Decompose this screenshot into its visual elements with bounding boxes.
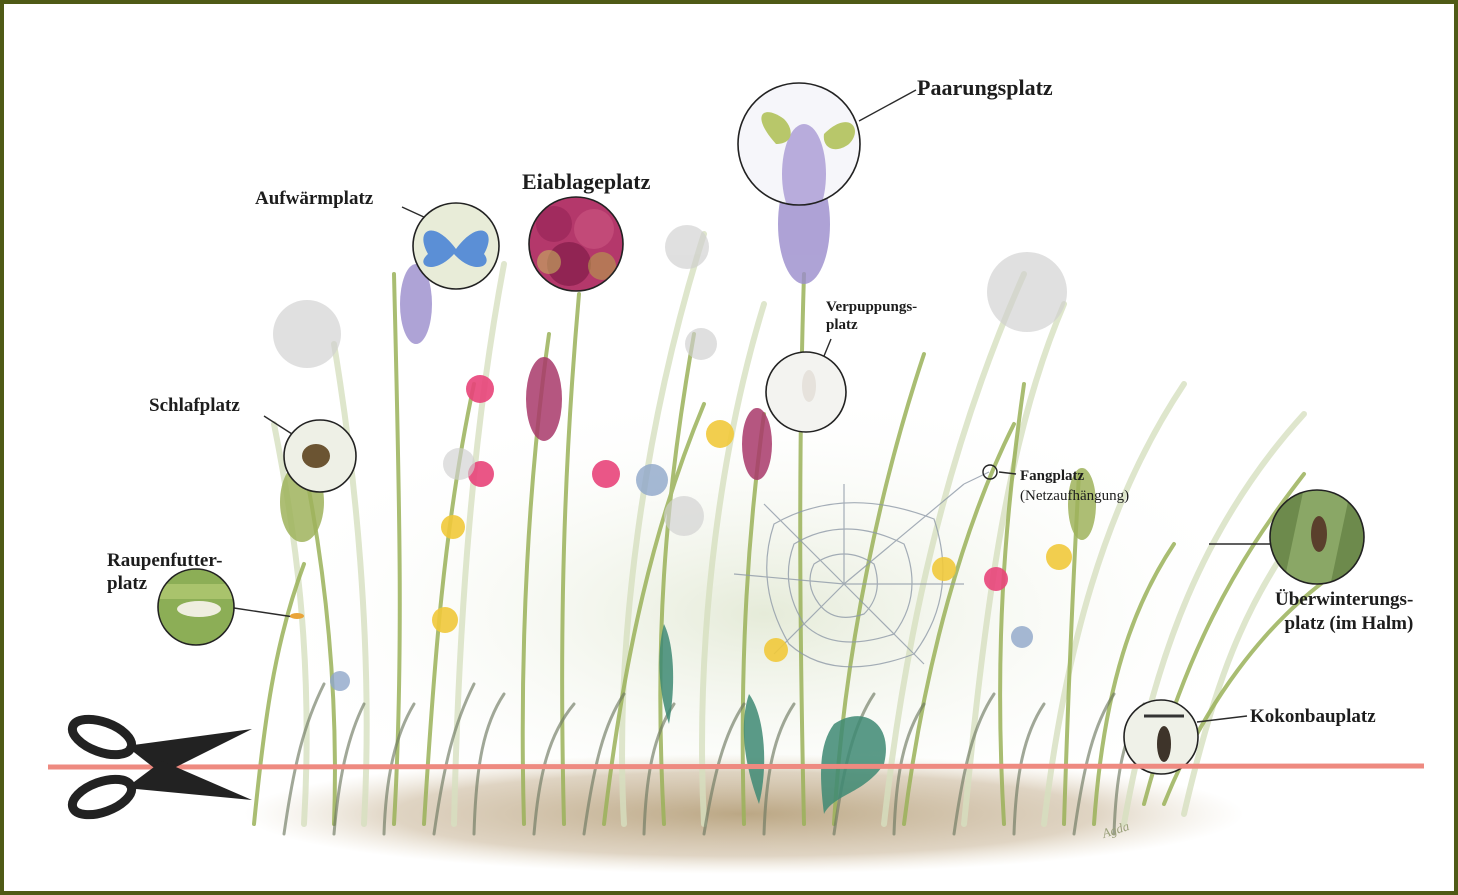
detail-circle-kokonbauplatz xyxy=(1124,700,1198,774)
label-raupenfutterplatz-line2: platz xyxy=(107,573,222,596)
meadow-illustration xyxy=(4,4,1458,895)
label-fangplatz-line1: Fangplatz xyxy=(1020,467,1129,487)
label-fangplatz-line2: (Netzaufhängung) xyxy=(1020,487,1129,507)
label-verpuppungsplatz-line2: platz xyxy=(826,316,917,334)
label-schlafplatz: Schlafplatz xyxy=(149,396,240,415)
detail-circle-eiablageplatz xyxy=(529,197,623,291)
detail-circle-verpuppungsplatz xyxy=(766,352,846,432)
label-ueberwinterungsplatz: Überwinterungs- platz (im Halm) xyxy=(1275,588,1413,636)
label-ueberwinterungsplatz-line2: platz (im Halm) xyxy=(1275,612,1413,636)
cut-line xyxy=(48,766,1424,767)
label-fangplatz: Fangplatz (Netzaufhängung) xyxy=(1020,467,1129,506)
label-kokonbauplatz: Kokonbauplatz xyxy=(1250,707,1376,726)
label-verpuppungsplatz: Verpuppungs- platz xyxy=(826,298,917,334)
label-paarungsplatz: Paarungsplatz xyxy=(917,77,1053,99)
label-verpuppungsplatz-line1: Verpuppungs- xyxy=(826,298,917,316)
label-aufwaermplatz: Aufwärmplatz xyxy=(255,189,373,208)
label-raupenfutterplatz: Raupenfutter- platz xyxy=(107,550,222,596)
label-raupenfutterplatz-line1: Raupenfutter- xyxy=(107,550,222,573)
label-ueberwinterungsplatz-line1: Überwinterungs- xyxy=(1275,588,1413,612)
detail-circle-schlafplatz xyxy=(284,420,356,492)
label-eiablageplatz: Eiablageplatz xyxy=(522,171,650,193)
detail-circle-paarungsplatz xyxy=(738,83,860,224)
